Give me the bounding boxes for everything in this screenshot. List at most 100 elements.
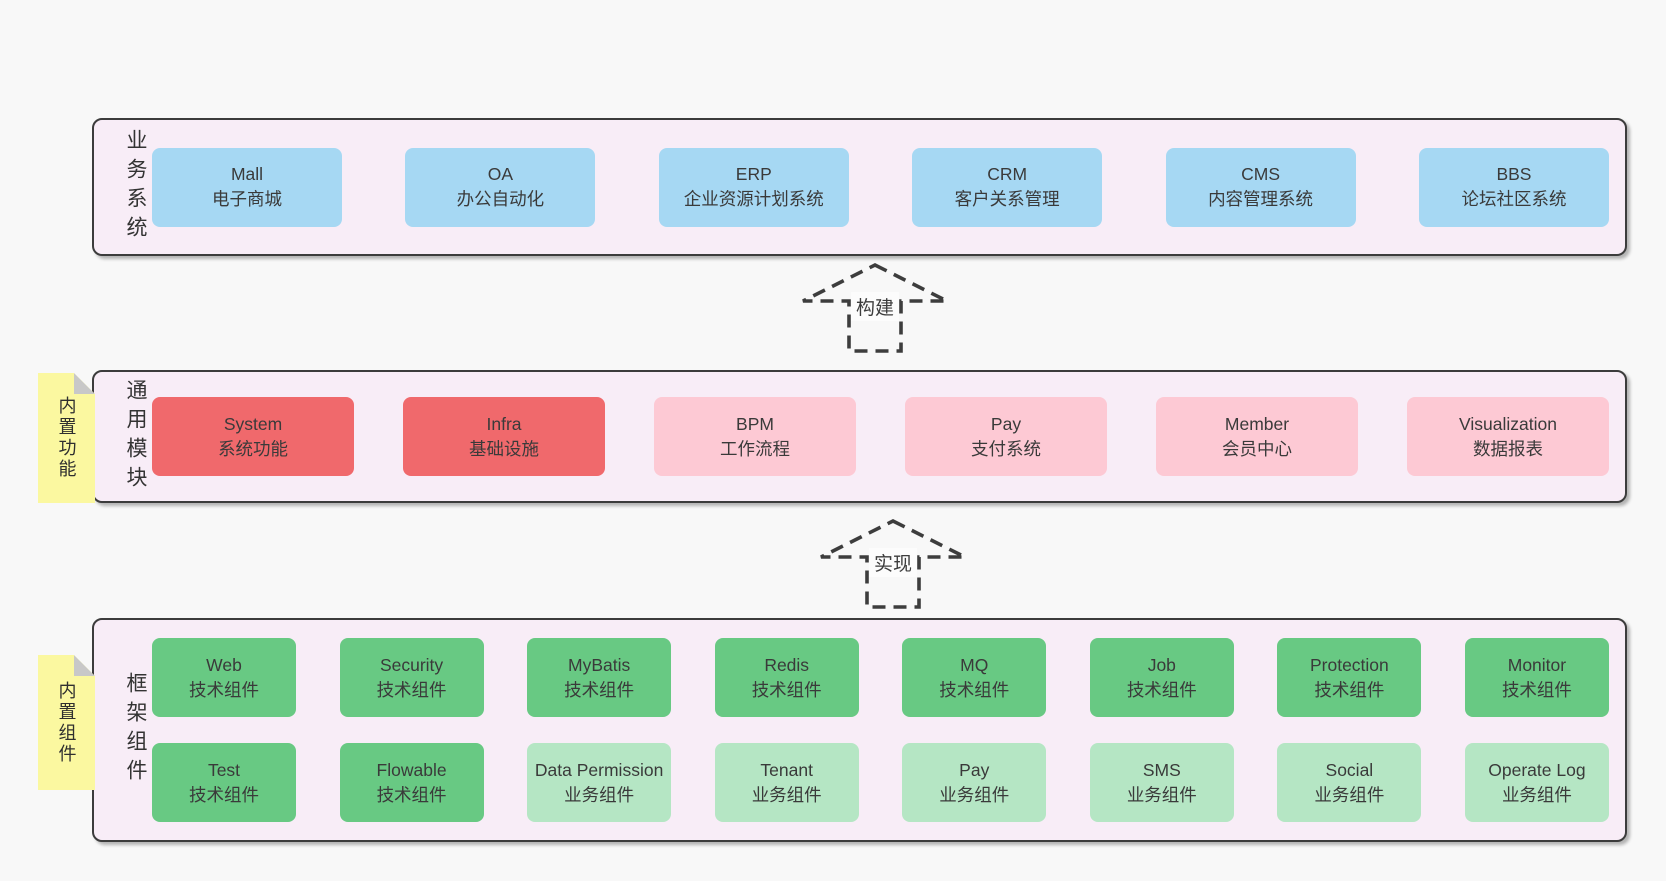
box-subtitle: 企业资源计划系统 [683,189,824,209]
box-job: Job 技术组件 [1089,638,1234,717]
box-title: Test [207,759,241,780]
box-title: Protection [1309,654,1389,675]
box-subtitle: 业务组件 [564,784,635,805]
box-cms: CMS 内容管理系统 [1165,147,1356,227]
box-title: Tenant [760,759,813,780]
box-title: OA [487,164,514,185]
box-visualization: Visualization 数据报表 [1407,397,1609,476]
box-pay-biz: Pay 业务组件 [902,743,1047,822]
box-title: Visualization [1459,413,1557,434]
sticky-note-builtin-features: 内置功能 [38,373,95,503]
note-text: 内置组件 [56,680,77,765]
box-title: MQ [960,654,989,675]
box-title: Security [379,654,444,675]
box-subtitle: 技术组件 [376,679,447,700]
box-subtitle: 技术组件 [751,679,822,700]
box-title: Redis [764,654,810,675]
box-mq: MQ 技术组件 [902,638,1047,717]
box-title: MyBatis [568,654,631,675]
box-title: Flowable [376,759,447,780]
box-title: BPM [736,413,774,434]
box-subtitle: 数据报表 [1473,438,1543,459]
arrow-label: 实现 [868,548,918,577]
dashed-up-arrow-icon [820,518,966,609]
box-erp: ERP 企业资源计划系统 [658,147,849,227]
box-subtitle: 工作流程 [720,438,790,459]
box-redis: Redis 技术组件 [714,638,859,717]
box-subtitle: 论坛社区系统 [1461,189,1567,209]
box-system: System 系统功能 [152,397,354,476]
box-member: Member 会员中心 [1156,397,1358,476]
box-crm: CRM 客户关系管理 [912,147,1103,227]
box-subtitle: 基础设施 [469,438,539,459]
box-tenant: Tenant 业务组件 [714,743,859,822]
common-modules-container: 通用模块 System 系统功能 Infra 基础设施 BPM 工作流程 Pay… [92,370,1627,503]
box-title: CRM [987,164,1028,185]
layer-label-components: 框架组件 [124,672,147,788]
box-subtitle: 技术组件 [1126,679,1197,700]
box-subtitle: 会员中心 [1222,438,1292,459]
box-oa: OA 办公自动化 [405,147,596,227]
dashed-up-arrow-icon [802,262,948,353]
components-row-2: Test 技术组件 Flowable 技术组件 Data Permission … [152,743,1609,822]
box-social: Social 业务组件 [1277,743,1422,822]
box-data-permission: Data Permission 业务组件 [527,743,672,822]
box-subtitle: 业务组件 [751,784,822,805]
box-subtitle: 技术组件 [189,679,259,700]
box-title: Operate Log [1488,759,1586,780]
box-sms: SMS 业务组件 [1089,743,1234,822]
box-title: ERP [735,164,772,185]
box-subtitle: 支付系统 [971,438,1041,459]
business-systems-container: 业务系统 Mall 电子商城 OA 办公自动化 ERP 企业资源计划系统 CRM… [92,118,1627,256]
box-protection: Protection 技术组件 [1277,638,1422,717]
note-text: 内置功能 [56,396,77,480]
box-subtitle: 系统功能 [218,438,288,459]
box-subtitle: 技术组件 [564,679,635,700]
box-title: Infra [486,413,522,434]
box-subtitle: 技术组件 [1501,679,1572,700]
box-subtitle: 技术组件 [376,784,447,805]
box-subtitle: 内容管理系统 [1208,189,1314,209]
box-subtitle: 技术组件 [189,784,259,805]
layer-label-business: 业务系统 [124,129,147,245]
sticky-note-builtin-components: 内置组件 [38,655,95,790]
box-subtitle: 客户关系管理 [954,189,1060,209]
box-title: Mall [230,164,264,185]
components-row-1: Web 技术组件 Security 技术组件 MyBatis 技术组件 Redi… [152,638,1609,717]
box-title: Data Permission [534,759,664,780]
box-title: Monitor [1507,654,1567,675]
build-arrow: 构建 [800,262,950,354]
box-subtitle: 业务组件 [939,784,1010,805]
box-flowable: Flowable 技术组件 [339,743,484,822]
box-mall: Mall 电子商城 [152,147,342,227]
business-boxes-row: Mall 电子商城 OA 办公自动化 ERP 企业资源计划系统 CRM 客户关系… [150,147,1625,227]
box-title: Pay [990,413,1022,434]
arrow-label: 构建 [850,292,900,321]
box-test: Test 技术组件 [152,743,296,822]
box-subtitle: 业务组件 [1126,784,1197,805]
box-title: Member [1224,413,1290,434]
box-title: Social [1325,759,1374,780]
box-security: Security 技术组件 [339,638,484,717]
box-title: Job [1147,654,1176,675]
box-subtitle: 业务组件 [1314,784,1385,805]
layer-label-modules: 通用模块 [124,378,147,495]
box-title: CMS [1241,164,1280,185]
box-subtitle: 业务组件 [1501,784,1572,805]
box-title: Pay [959,759,990,780]
box-mybatis: MyBatis 技术组件 [527,638,672,717]
box-operate-log: Operate Log 业务组件 [1464,743,1609,822]
box-bpm: BPM 工作流程 [654,397,856,476]
box-bbs: BBS 论坛社区系统 [1418,147,1609,227]
box-subtitle: 技术组件 [1314,679,1385,700]
box-title: System [223,413,283,434]
box-title: Web [206,654,242,675]
box-subtitle: 办公自动化 [456,189,545,209]
box-monitor: Monitor 技术组件 [1464,638,1609,717]
box-title: SMS [1142,759,1181,780]
box-title: BBS [1496,164,1532,185]
box-web: Web 技术组件 [152,638,296,717]
box-pay: Pay 支付系统 [905,397,1107,476]
components-rows: Web 技术组件 Security 技术组件 MyBatis 技术组件 Redi… [150,638,1625,822]
